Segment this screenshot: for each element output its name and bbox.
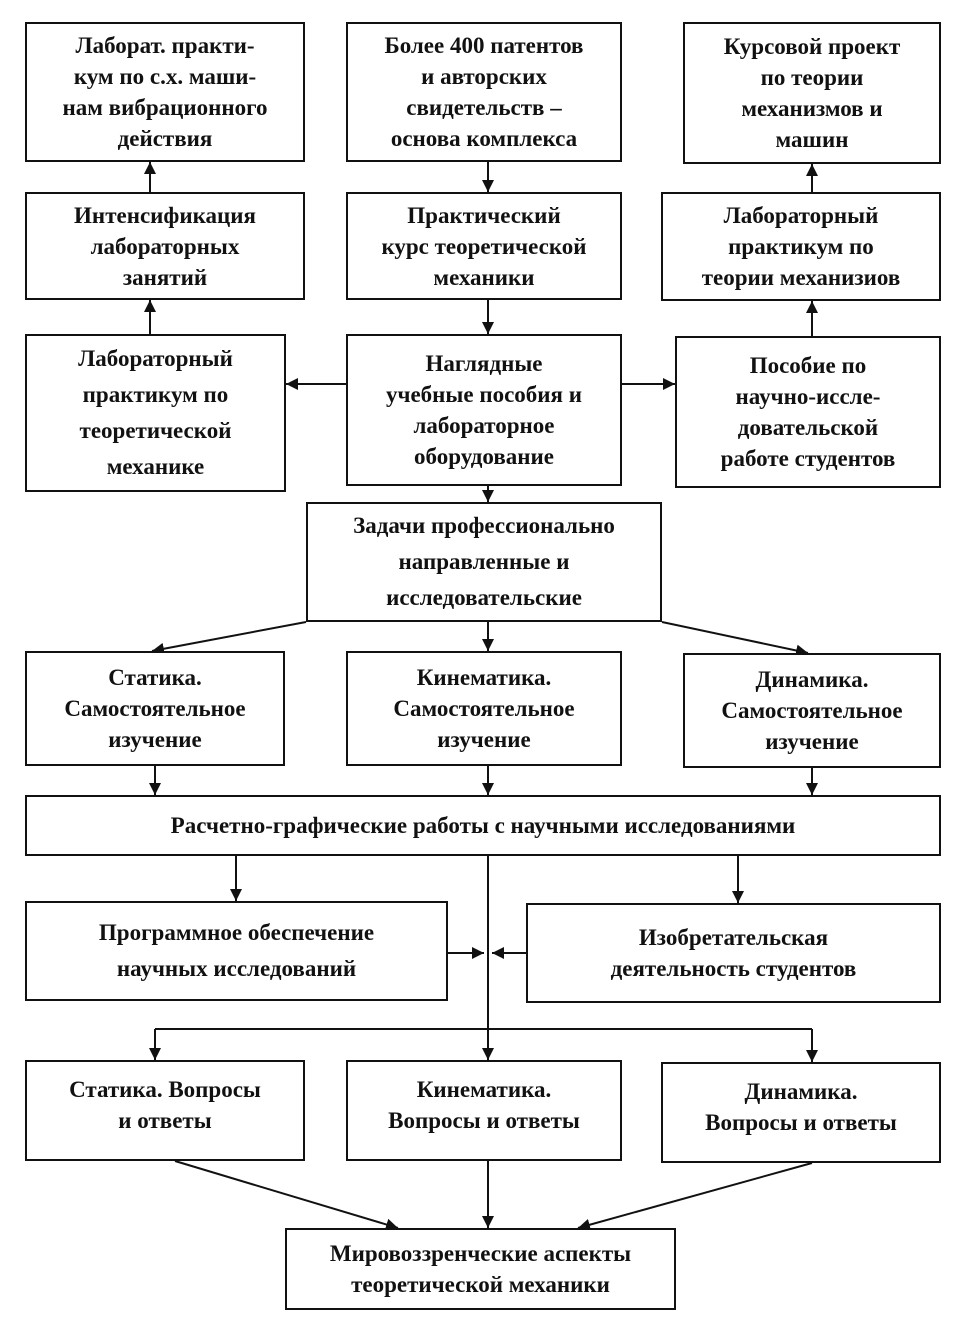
node-lab-tmm-label: Лабораторный практикум по теории механиз… [701,203,901,290]
node-calc-graphic: Расчетно-графические работы с научными и… [25,795,941,856]
node-dynamics-qa-label: Динамика. Вопросы и ответы [705,1079,897,1135]
node-tasks-label: Задачи профессионально направленные и ис… [353,513,615,610]
node-worldview: Мировоззренческие аспекты теоретической … [285,1228,676,1310]
node-statics-self: Статика. Самостоятельное изучение [25,651,285,766]
node-inventive: Изобретательская деятельность студентов [526,903,941,1003]
node-statics-qa: Статика. Вопросы и ответы [25,1060,305,1161]
node-intensification-label: Интенсификация лабораторных занятий [74,202,256,290]
node-software: Программное обеспечение научных исследов… [25,901,448,1001]
arrow-tasks-to-statics [151,621,307,655]
node-visual-aids: Наглядные учебные пособия и лабораторное… [346,334,622,486]
node-inventive-label: Изобретательская деятельность студентов [610,925,857,981]
node-patents: Более 400 патентов и авторских свидетель… [346,22,622,162]
node-kinematics-qa: Кинематика. Вопросы и ответы [346,1060,622,1161]
node-intensification: Интенсификация лабораторных занятий [25,192,305,300]
node-statics-self-label: Статика. Самостоятельное изучение [64,665,246,752]
node-visual-aids-label: Наглядные учебные пособия и лабораторное… [385,351,582,469]
node-lab-vibration-label: Лаборат. практи- кум по с.х. маши- нам в… [62,33,268,151]
node-course-project: Курсовой проект по теории механизмов и м… [683,22,941,164]
node-practical-course: Практический курс теоретической механики [346,192,622,300]
node-lab-vibration: Лаборат. практи- кум по с.х. маши- нам в… [25,22,305,162]
node-lab-theor-mech: Лабораторный практикум по теоретической … [25,334,286,492]
node-lab-tmm: Лабораторный практикум по теории механиз… [661,192,941,301]
node-patents-label: Более 400 патентов и авторских свидетель… [384,33,584,151]
node-dynamics-self-label: Динамика. Самостоятельное изучение [721,667,903,754]
node-lab-theor-mech-label: Лабораторный практикум по теоретической … [78,346,233,479]
node-calc-graphic-label: Расчетно-графические работы с научными и… [170,813,796,838]
node-worldview-label: Мировоззренческие аспекты теоретической … [329,1241,632,1297]
node-research-guide-label: Пособие по научно-иссле- довательской ра… [720,353,896,471]
node-tasks: Задачи профессионально направленные и ис… [306,502,662,622]
node-course-project-label: Курсовой проект по теории механизмов и м… [723,34,901,152]
arrow-tasks-to-dynamics [661,621,809,657]
node-practical-course-label: Практический курс теоретической механики [381,202,587,290]
node-kinematics-self-label: Кинематика. Самостоятельное изучение [393,665,575,752]
node-kinematics-self: Кинематика. Самостоятельное изучение [346,651,622,766]
node-dynamics-self: Динамика. Самостоятельное изучение [683,653,941,768]
arrow-dynamics-qa-to-worldview [577,1162,813,1231]
node-kinematics-qa-label: Кинематика. Вопросы и ответы [388,1077,580,1133]
node-research-guide: Пособие по научно-иссле- довательской ра… [675,336,941,488]
node-dynamics-qa: Динамика. Вопросы и ответы [661,1062,941,1163]
arrow-statics-qa-to-worldview [174,1160,399,1231]
node-statics-qa-label: Статика. Вопросы и ответы [69,1077,261,1133]
node-software-label: Программное обеспечение научных исследов… [98,920,375,981]
